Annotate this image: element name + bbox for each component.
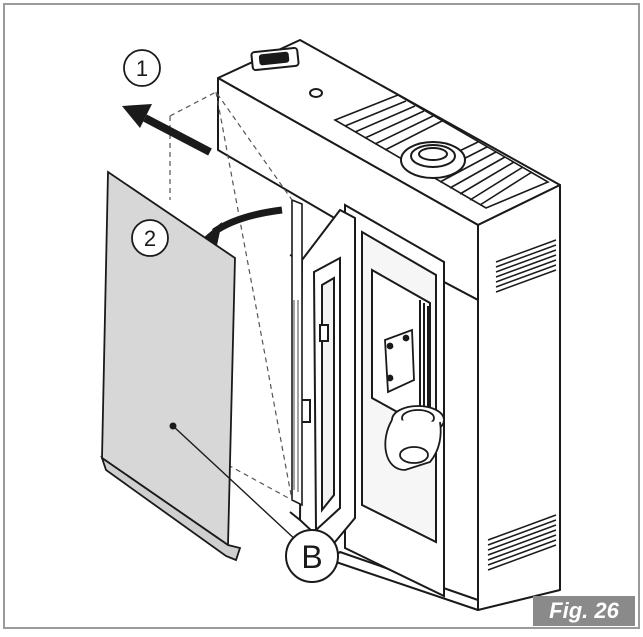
- callout-2: 2: [131, 219, 169, 257]
- flue-outlet: [400, 141, 466, 179]
- callout-b: B: [285, 529, 339, 583]
- figure-border: [3, 3, 640, 629]
- hinge-strip: [291, 198, 303, 507]
- callout-2-text: 2: [144, 226, 156, 251]
- open-door: [289, 208, 356, 550]
- firebox-internals: [384, 328, 445, 471]
- side-vent-upper: [495, 239, 557, 293]
- top-handle: [250, 46, 323, 98]
- callout-1-text: 1: [136, 56, 148, 81]
- stove-front-column: [443, 281, 479, 611]
- figure-label: Fig. 26: [533, 596, 635, 626]
- callout-b-text: B: [301, 539, 322, 575]
- firebox: [344, 203, 445, 598]
- leader-b: [172, 425, 299, 543]
- callout-1: 1: [123, 49, 161, 87]
- side-vent-lower: [487, 514, 557, 571]
- arrow-step-1: [122, 104, 212, 156]
